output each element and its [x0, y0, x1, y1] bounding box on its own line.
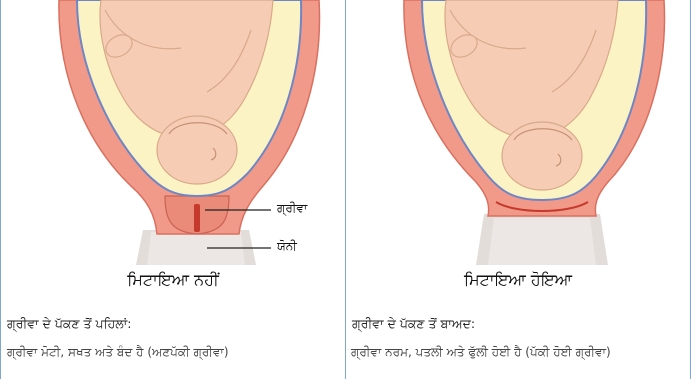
- panel-effaced: ਮਿਟਾਇਆ ਹੋਇਆ ਗ੍ਰੀਵਾ ਦੇ ਪੱਕਣ ਤੋਂ ਬਾਅਦ: ਗ੍ਰ…: [345, 0, 691, 379]
- uterus-illustration-not-effaced: [1, 0, 346, 265]
- vagina-label: ਯੋਨੀ: [277, 239, 297, 254]
- before-ripening-description: ਗ੍ਰੀਵਾ ਮੋਟੀ, ਸਖਤ ਅਤੇ ਬੰਦ ਹੈ (ਅਣਪੱਕੀ ਗ੍ਰੀ…: [7, 345, 229, 360]
- cervix-label: ਗ੍ਰੀਵਾ: [277, 201, 307, 216]
- panel-title-not-effaced: ਮਿਟਾਇਆ ਨਹੀਂ: [1, 270, 345, 290]
- panel-title-effaced: ਮਿਟਾਇਆ ਹੋਇਆ: [346, 270, 690, 290]
- panel-not-effaced: ਗ੍ਰੀਵਾ ਯੋਨੀ ਮਿਟਾਇਆ ਨਹੀਂ ਗ੍ਰੀਵਾ ਦੇ ਪੱਕਣ ਤ…: [0, 0, 346, 379]
- after-ripening-description: ਗ੍ਰੀਵਾ ਨਰਮ, ਪਤਲੀ ਅਤੇ ਫੁੱਲੀ ਹੋਈ ਹੈ (ਪੱਕੀ …: [351, 345, 611, 360]
- after-ripening-heading: ਗ੍ਰੀਵਾ ਦੇ ਪੱਕਣ ਤੋਂ ਬਾਅਦ:: [352, 316, 475, 332]
- uterus-illustration-effaced: [346, 0, 691, 265]
- before-ripening-heading: ਗ੍ਰੀਵਾ ਦੇ ਪੱਕਣ ਤੋਂ ਪਹਿਲਾਂ:: [7, 316, 131, 332]
